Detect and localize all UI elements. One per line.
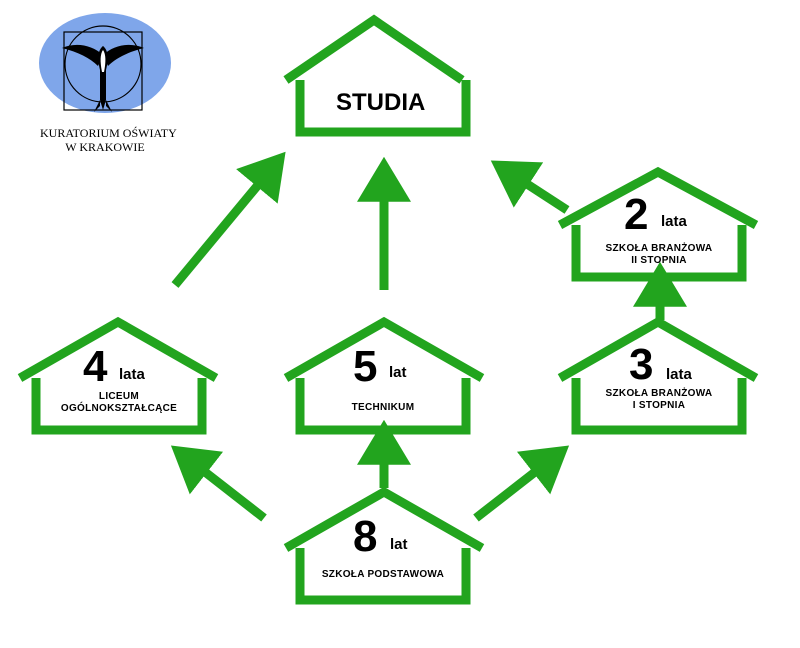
branzowa-2-years: 2 — [624, 190, 649, 239]
arrow-podstawowa-to-branzowa-1 — [473, 445, 570, 522]
arrow-branzowa-2-to-studia — [490, 160, 570, 214]
swallow-icon — [62, 25, 144, 112]
podstawowa-years: 8 — [353, 512, 378, 561]
liceum-line-1: LICEUM — [98, 391, 140, 402]
branzowa-1-years: 3 — [629, 340, 654, 389]
branzowa-2-unit: lata — [661, 213, 687, 230]
podstawowa-unit: lat — [390, 536, 408, 553]
podstawowa-line-1: SZKOŁA PODSTAWOWA — [321, 569, 445, 580]
branzowa-1-line-1: SZKOŁA BRANŻOWA — [605, 388, 713, 399]
house-branzowa-1 — [557, 316, 759, 435]
house-studia — [283, 14, 471, 137]
studia-label: STUDIA — [336, 89, 426, 116]
kuratorium-logo — [39, 13, 171, 113]
technikum-line-1: TECHNIKUM — [351, 402, 415, 413]
logo-line-2: W KRAKOWIE — [65, 140, 145, 154]
liceum-unit: lata — [119, 366, 145, 383]
house-podstawowa — [283, 486, 485, 605]
branzowa-1-unit: lata — [666, 366, 692, 383]
logo-line-1: KURATORIUM OŚWIATY — [40, 126, 177, 140]
liceum-years: 4 — [83, 342, 108, 391]
liceum-line-2: OGÓLNOKSZTAŁCĄCE — [60, 403, 178, 414]
arrow-liceum-to-studia — [171, 151, 286, 288]
house-liceum — [17, 316, 219, 435]
branzowa-2-line-1: SZKOŁA BRANŻOWA — [605, 243, 713, 254]
technikum-unit: lat — [389, 364, 407, 381]
arrow-podstawowa-to-liceum — [170, 445, 267, 522]
technikum-years: 5 — [353, 342, 378, 391]
branzowa-2-line-2: II STOPNIA — [631, 255, 687, 266]
branzowa-1-line-2: I STOPNIA — [632, 400, 686, 411]
